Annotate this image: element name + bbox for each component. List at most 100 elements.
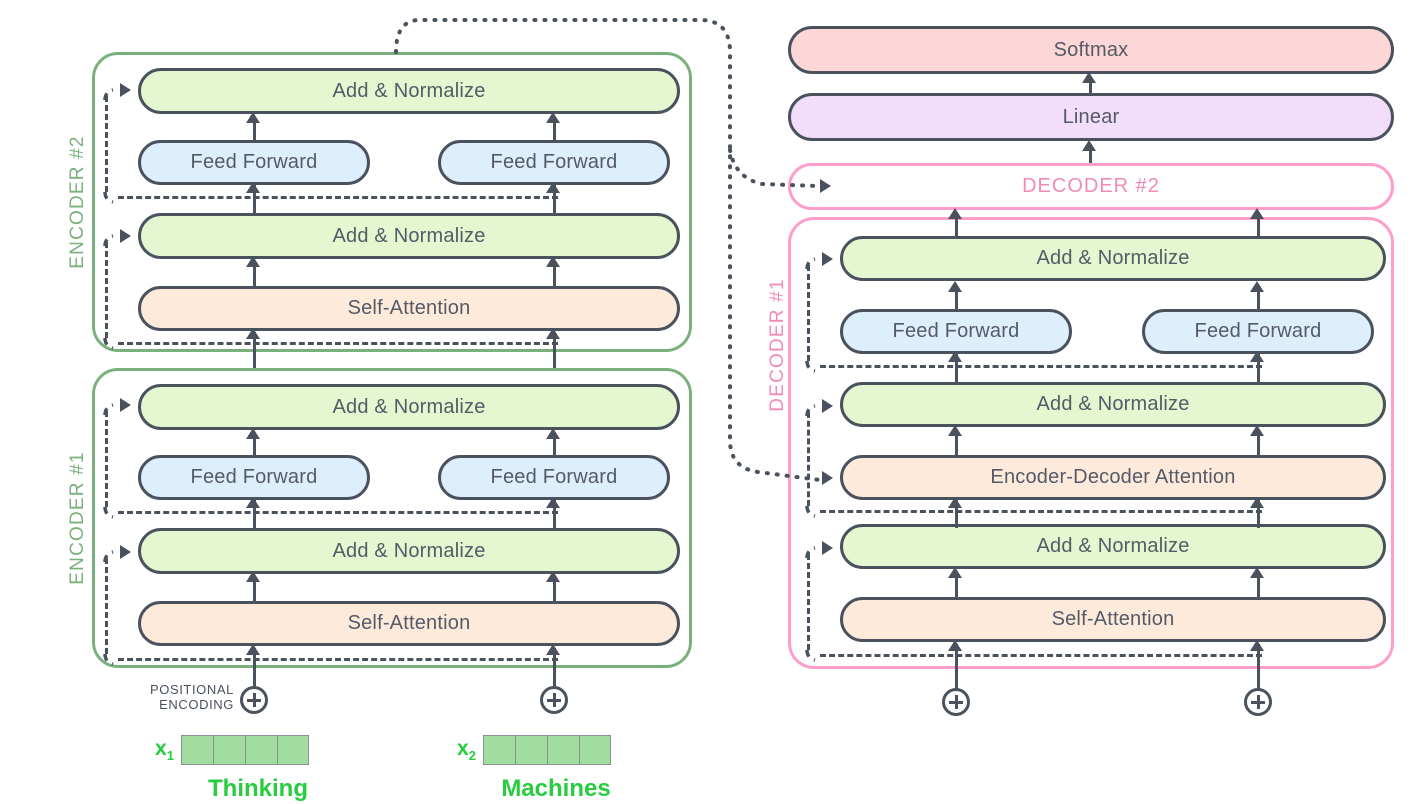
arrowhead-enc2-addnorm-to-ffr (546, 182, 560, 193)
arrow-dec1-out-left (955, 214, 958, 238)
arrow-dec1-encdecattn-to-addnorm-l (955, 431, 958, 456)
decoder1-add-normalize-mid: Add & Normalize (840, 382, 1386, 427)
arrowhead-dec1-ffr-to-addnorm (1250, 281, 1264, 292)
arrow-dec1-input-right (1257, 644, 1260, 690)
arrowhead-enc2-input-right (546, 328, 560, 339)
arrowhead-dec1-encdecattn-to-addnorm-l (948, 425, 962, 436)
arrow-enc2-ffl-to-addnorm (253, 118, 256, 142)
decoder-2-frame (788, 163, 1394, 210)
arrowhead-enc1-addnorm-to-ffl (246, 497, 260, 508)
arrowhead-enc2-attn-to-addnorm-l (246, 256, 260, 267)
input-token-1-vector-label: x1 (155, 736, 174, 764)
arrowhead-encoder-to-encdec-attention (822, 471, 833, 485)
linear-block: Linear (788, 93, 1394, 141)
encoder1-add-normalize-top: Add & Normalize (138, 384, 680, 430)
residual-dec1-mid-corners (805, 404, 816, 518)
residual-enc1-lower-h (118, 658, 558, 661)
input-token-2-vector (482, 735, 611, 765)
arrow-enc2-addnorm-to-ffl (253, 185, 256, 215)
encoder2-add-normalize-top: Add & Normalize (138, 68, 680, 114)
positional-encoding-label: POSITIONAL ENCODING (138, 682, 234, 712)
arrowhead-enc1-ffl-to-addnorm (246, 428, 260, 439)
encoder-1-label: ENCODER #1 (67, 451, 88, 585)
residual-dec1-bottom-arrowhead (822, 541, 833, 555)
arrow-dec1-selfattn-to-addnorm-r (1257, 573, 1260, 598)
vector-cell (514, 735, 547, 765)
vector-cell (546, 735, 579, 765)
arrow-dec1-ffr-to-addnorm (1257, 287, 1260, 310)
residual-enc2-upper-corners (103, 88, 114, 204)
residual-enc1-lower-arrowhead (120, 545, 131, 559)
residual-dec1-bottom-h (820, 654, 1262, 657)
arrow-dec1-input-left (955, 644, 958, 690)
arrow-dec1-addnormmid-to-ffl (955, 354, 958, 384)
arrowhead-linear-to-softmax (1082, 72, 1096, 83)
arrowhead-dec1-ffl-to-addnorm (948, 281, 962, 292)
arrow-enc1-addnorm-to-ffr (553, 500, 556, 530)
positional-encoding-line1: POSITIONAL (149, 682, 234, 697)
arrowhead-dec1-addnormmid-to-ffr (1250, 351, 1264, 362)
decoder1-add-normalize-bottom: Add & Normalize (840, 524, 1386, 569)
arrow-dec1-addnormmid-to-ffr (1257, 354, 1260, 384)
arrowhead-dec1-input-left (948, 640, 962, 651)
arrowhead-enc2-input-left (246, 328, 260, 339)
decoder-input-plus-2 (1244, 688, 1272, 716)
arrow-dec1-out-right (1257, 214, 1260, 238)
arrow-decoder2-to-linear (1089, 146, 1092, 164)
decoder1-encoder-decoder-attention: Encoder-Decoder Attention (840, 455, 1386, 500)
vector-cell (212, 735, 245, 765)
arrow-dec1-ffl-to-addnorm (955, 287, 958, 310)
arrowhead-dec1-encdecattn-to-addnorm-r (1250, 425, 1264, 436)
vector-cell (276, 735, 309, 765)
arrowhead-dec1-out-left (948, 208, 962, 219)
residual-enc2-upper-v (105, 96, 108, 192)
arrowhead-enc1-input-left (246, 644, 260, 655)
arrowhead-enc1-attn-to-addnorm-l (246, 571, 260, 582)
decoder-2-label: DECODER #2 (1022, 175, 1160, 197)
arrow-enc1-attn-to-addnorm-l (253, 577, 256, 602)
arrowhead-enc1-input-right (546, 644, 560, 655)
arrowhead-dec1-addnormbot-to-encdecattn-l (948, 497, 962, 508)
input-token-1-word: Thinking (208, 775, 308, 802)
arrowhead-dec1-input-right (1250, 640, 1264, 651)
residual-enc2-lower-v (105, 242, 108, 338)
decoder1-self-attention: Self-Attention (840, 597, 1386, 642)
decoder1-feed-forward-left: Feed Forward (840, 309, 1072, 354)
residual-enc2-lower-arrowhead (120, 229, 131, 243)
encoder2-self-attention: Self-Attention (138, 286, 680, 331)
decoder-input-plus-1 (942, 688, 970, 716)
arrow-enc1-ffl-to-addnorm (253, 434, 256, 457)
residual-dec1-top-h (820, 365, 1262, 368)
encoder1-feed-forward-right: Feed Forward (438, 455, 670, 500)
arrow-dec1-addnormbot-to-encdecattn-r (1257, 500, 1260, 528)
arrowhead-dec1-selfattn-to-addnorm-r (1250, 567, 1264, 578)
arrowhead-enc2-ffr-to-addnorm (546, 112, 560, 123)
residual-dec1-mid-arrowhead (822, 399, 833, 413)
positional-encoding-plus-1 (240, 686, 268, 714)
arrowhead-enc2-addnorm-to-ffl (246, 182, 260, 193)
arrow-enc2-input-left (253, 332, 256, 370)
residual-dec1-top-corners (805, 257, 816, 373)
residual-enc2-upper-arrowhead (120, 83, 131, 97)
residual-enc2-lower-h (118, 342, 558, 345)
input-token-1-vector (180, 735, 309, 765)
residual-enc1-upper-h (118, 511, 558, 514)
arrowhead-encoder-to-decoder2 (820, 179, 831, 193)
residual-enc2-upper-h (118, 196, 558, 199)
encoder-2-label: ENCODER #2 (67, 135, 88, 269)
vector-cell (578, 735, 611, 765)
arrow-dec1-selfattn-to-addnorm-l (955, 573, 958, 598)
residual-enc2-lower-corners (103, 234, 114, 350)
arrowhead-dec1-selfattn-to-addnorm-l (948, 567, 962, 578)
arrowhead-dec1-addnormbot-to-encdecattn-r (1250, 497, 1264, 508)
arrowhead-dec1-out-right (1250, 208, 1264, 219)
arrow-enc1-addnorm-to-ffl (253, 500, 256, 530)
residual-dec1-bottom-v (807, 554, 810, 650)
decoder-1-label: DECODER #1 (767, 278, 788, 412)
encoder2-add-normalize-bottom: Add & Normalize (138, 213, 680, 259)
arrowhead-enc1-attn-to-addnorm-r (546, 571, 560, 582)
positional-encoding-line2: ENCODING (159, 697, 234, 712)
encoder1-add-normalize-bottom: Add & Normalize (138, 528, 680, 574)
decoder1-feed-forward-right: Feed Forward (1142, 309, 1374, 354)
